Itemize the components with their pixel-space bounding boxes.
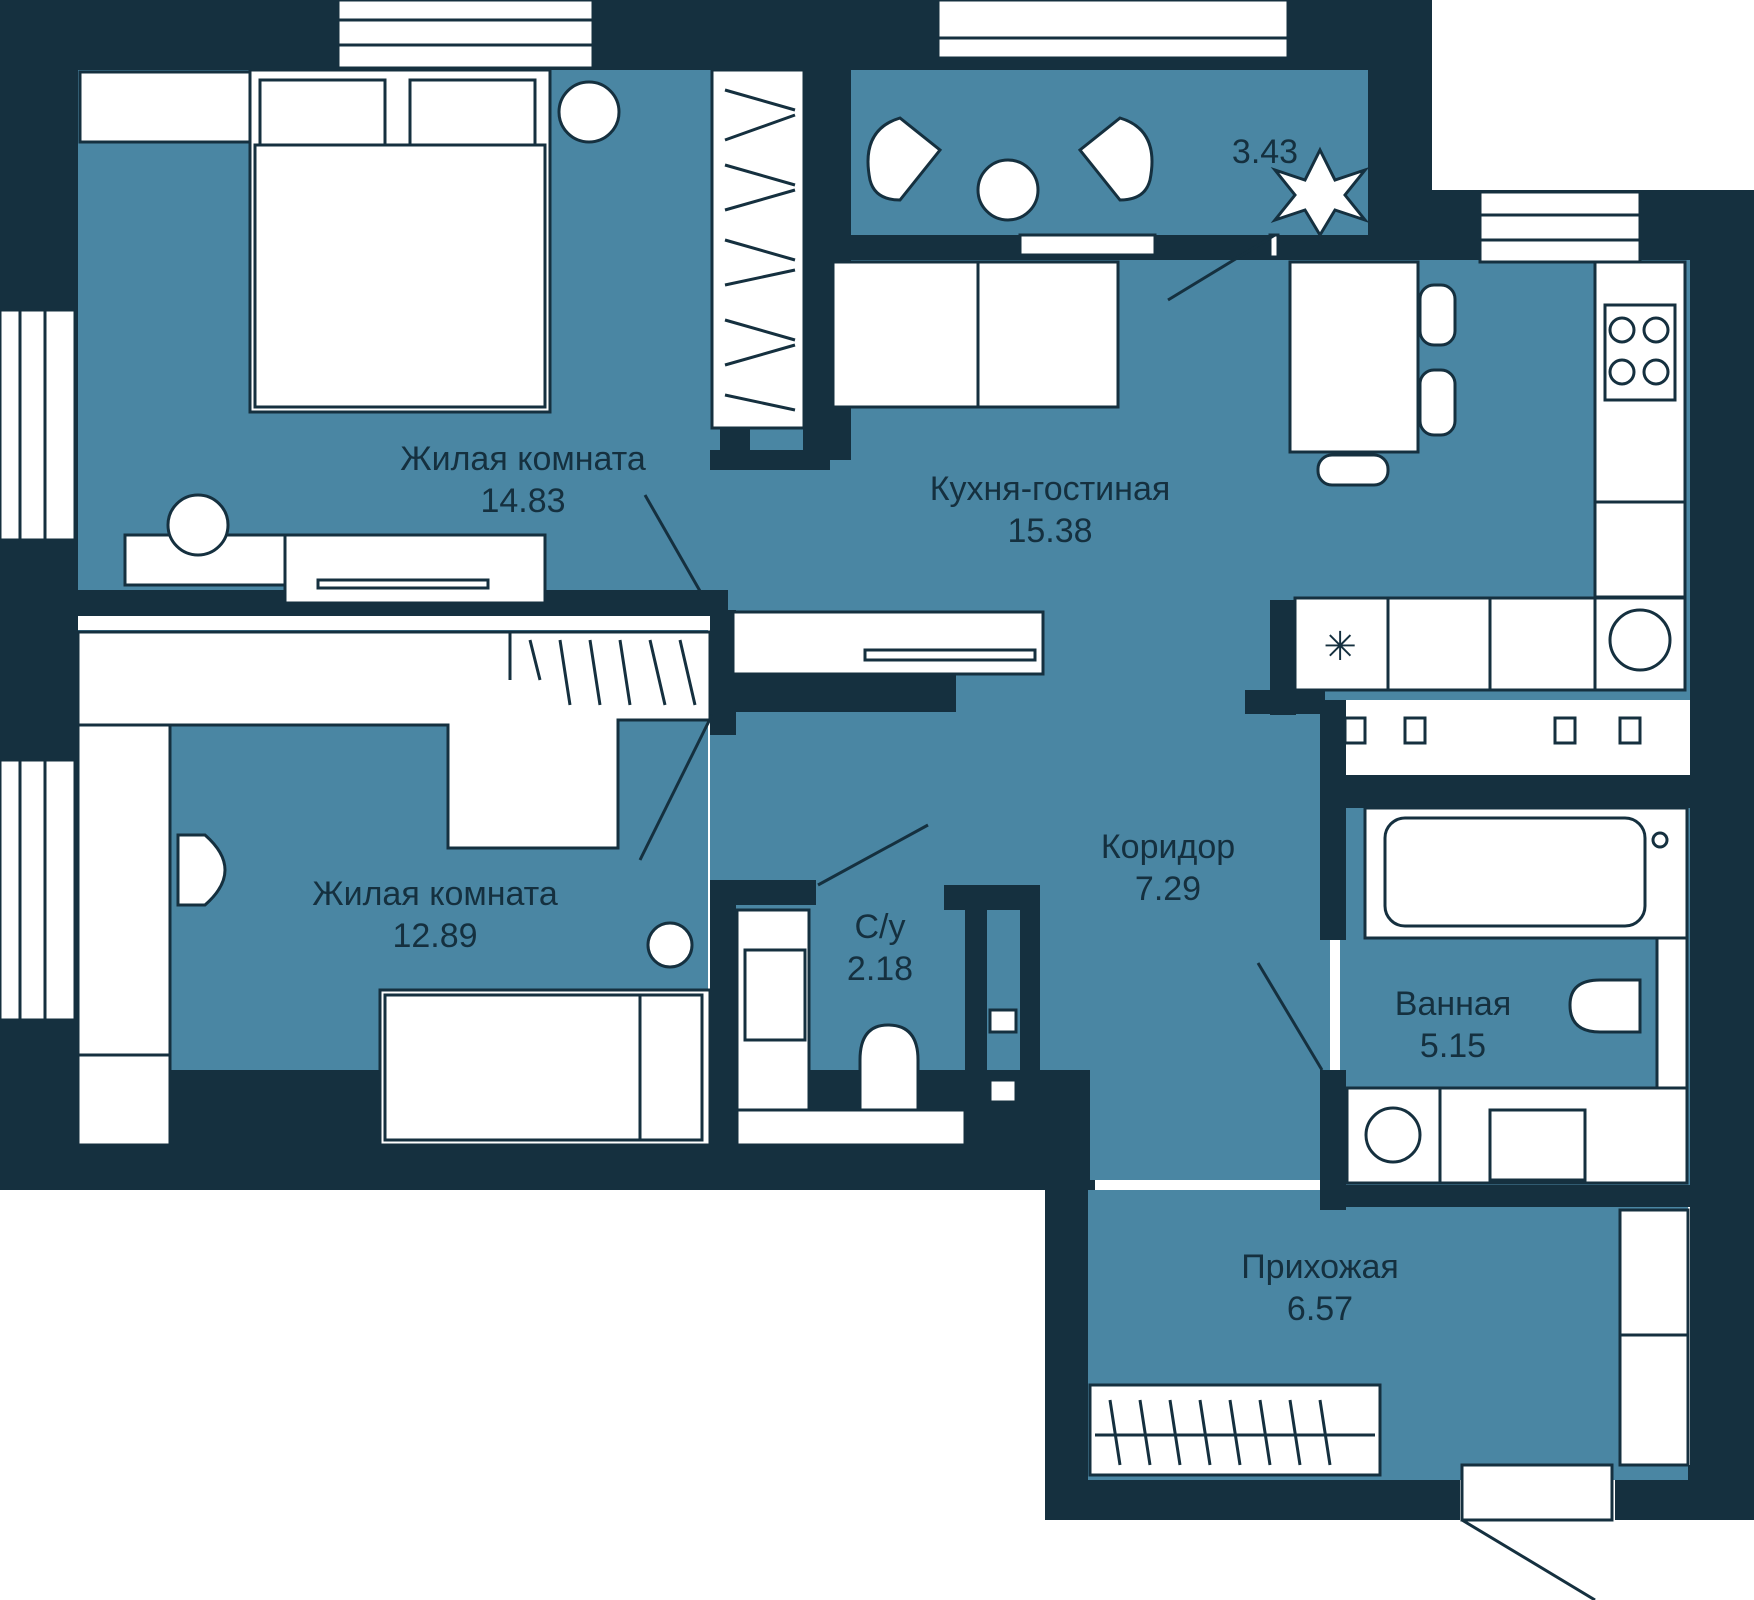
kitchen-furniture: ✳ xyxy=(731,260,1687,692)
vent xyxy=(988,1078,1018,1104)
room-area-kitchen: 15.38 xyxy=(1007,512,1092,550)
armchair xyxy=(1077,116,1154,202)
room-area-bathroom: 5.15 xyxy=(1420,1027,1486,1065)
bedroom-top-furniture xyxy=(78,68,806,605)
wardrobe xyxy=(1618,1208,1690,1467)
washing-machine xyxy=(1364,1106,1422,1164)
lamp xyxy=(646,921,694,969)
blanket xyxy=(253,143,547,409)
svg-text:✳: ✳ xyxy=(1323,624,1357,670)
vent xyxy=(1403,716,1427,745)
room-labels: Жилая комната 14.83 Кухня-гостиная 15.38… xyxy=(312,133,1511,1328)
tv-console xyxy=(731,610,1045,676)
wc-wall-base xyxy=(735,1108,967,1147)
chair xyxy=(1418,283,1457,347)
coffee-table xyxy=(976,158,1040,222)
vent xyxy=(1553,716,1577,745)
desk xyxy=(76,630,712,1147)
room-area-balcony: 3.43 xyxy=(1232,133,1298,171)
tv xyxy=(863,648,1037,662)
toilet xyxy=(858,1023,920,1112)
dining-table xyxy=(1288,260,1420,454)
room-name-wc: С/у xyxy=(855,908,906,946)
room-area-hall: 6.57 xyxy=(1287,1290,1353,1328)
sink xyxy=(1608,608,1672,672)
fridge xyxy=(1593,500,1687,599)
bedside-lamp xyxy=(557,80,621,144)
room-name-living-bottom: Жилая комната xyxy=(312,875,558,913)
chair xyxy=(166,493,230,557)
chair xyxy=(1316,453,1390,487)
window-left-bottom xyxy=(0,758,77,1022)
pillow xyxy=(408,78,537,150)
room-area-living-bottom: 12.89 xyxy=(392,917,477,955)
shelf xyxy=(78,70,252,144)
bathroom-cabinet xyxy=(1655,936,1689,1090)
windows xyxy=(0,0,1642,1022)
tv xyxy=(316,578,490,590)
window-left-top xyxy=(0,308,77,542)
room-name-bathroom: Ванная xyxy=(1395,985,1511,1023)
door-swings xyxy=(638,233,1324,1071)
desk xyxy=(283,533,547,605)
room-area-wc: 2.18 xyxy=(847,950,913,988)
balcony-furniture xyxy=(866,116,1370,259)
pillow xyxy=(258,78,387,150)
chair xyxy=(176,833,227,907)
sofa xyxy=(831,260,1120,409)
wash-basin xyxy=(743,948,807,1042)
wc-furniture xyxy=(735,908,1018,1147)
hall-furniture xyxy=(1088,1208,1690,1600)
chair xyxy=(1418,368,1457,437)
room-name-living-top: Жилая комната xyxy=(400,440,646,478)
bedroom-bottom-furniture xyxy=(76,630,712,1147)
toilet xyxy=(1568,978,1642,1034)
window-kitchen xyxy=(1478,190,1642,264)
bathroom-furniture xyxy=(1343,716,1689,1185)
room-area-corridor: 7.29 xyxy=(1135,870,1201,908)
window-balcony xyxy=(936,0,1290,60)
vent xyxy=(1343,716,1367,745)
room-name-kitchen: Кухня-гостиная xyxy=(930,470,1171,508)
sink xyxy=(1488,1108,1587,1182)
vent xyxy=(1618,716,1642,745)
vent xyxy=(988,1008,1018,1034)
entry-door xyxy=(1460,1463,1614,1522)
room-area-living-top: 14.83 xyxy=(480,482,565,520)
balcony-door xyxy=(1018,233,1157,257)
window-top-left xyxy=(336,0,595,70)
room-name-corridor: Коридор xyxy=(1101,828,1235,866)
room-name-hall: Прихожая xyxy=(1241,1248,1399,1286)
armchair xyxy=(866,116,943,202)
plant xyxy=(1270,146,1370,238)
